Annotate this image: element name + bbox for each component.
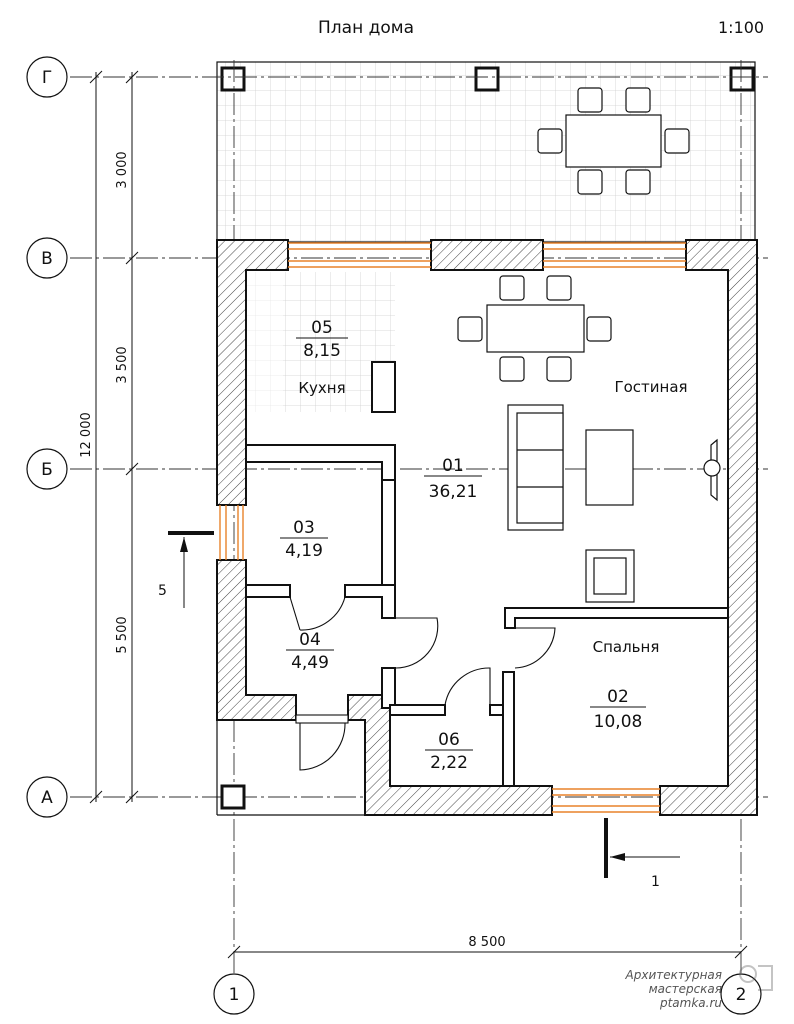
scale-label: 1:100: [718, 18, 764, 37]
terrace: [216, 61, 756, 243]
terrace-dining-set-icon: [537, 87, 690, 195]
room-area: 8,15: [303, 341, 341, 361]
watermark: Архитектурная мастерская ptamka.ru: [625, 965, 773, 1010]
room-04: 04 4,49: [286, 630, 334, 673]
column-icon: [220, 66, 246, 92]
room-area: 4,19: [285, 541, 323, 561]
room-number: 02: [607, 687, 629, 707]
axis-label: Г: [42, 68, 52, 88]
porch: [216, 720, 365, 816]
room-01-living: 01 36,21 Гостиная: [424, 378, 688, 502]
living-room-furniture: [457, 275, 721, 603]
room-number: 01: [442, 456, 464, 476]
room-area: 2,22: [430, 753, 468, 773]
dim-total-width: 8 500: [468, 935, 505, 950]
section-label: 1: [651, 874, 660, 890]
room-area: 4,49: [291, 653, 329, 673]
room-05-kitchen: 05 8,15 Кухня: [296, 318, 348, 397]
dim-segment: 3 500: [115, 346, 130, 383]
dim-segment: 5 500: [115, 616, 130, 653]
tv-icon: [703, 438, 721, 502]
column-icon: [474, 66, 500, 92]
armchair-icon: [585, 549, 635, 603]
room-02-bedroom: 02 10,08 Спальня: [590, 638, 659, 732]
section-mark-5: 5: [158, 531, 214, 608]
dimension-lines: [89, 70, 748, 959]
windows: [219, 242, 686, 813]
room-number: 05: [311, 318, 333, 338]
svg-text:мастерская: мастерская: [649, 982, 722, 996]
doors: [289, 596, 556, 771]
plan-title: План дома: [318, 18, 414, 38]
room-labels: 05 8,15 Кухня 01 36,21 Гостиная 03 4,19 …: [280, 318, 688, 773]
dim-total-height: 12 000: [79, 412, 94, 458]
axis-label: А: [41, 788, 53, 808]
dining-set-icon: [457, 275, 612, 382]
room-area: 10,08: [594, 712, 643, 732]
sofa-icon: [507, 404, 564, 531]
coffee-table-icon: [585, 429, 634, 506]
axis-label: В: [41, 249, 53, 269]
column-icon: [729, 66, 755, 92]
axis-label: Б: [41, 460, 53, 480]
axis-label: 2: [736, 985, 747, 1005]
room-area: 36,21: [429, 482, 478, 502]
room-03: 03 4,19: [280, 518, 328, 561]
axis-markers-vertical: 1 2: [213, 973, 762, 1015]
section-mark-1: 1: [604, 818, 680, 890]
svg-text:Архитектурная: Архитектурная: [625, 968, 722, 982]
svg-text:ptamka.ru: ptamka.ru: [659, 996, 722, 1010]
exterior-walls: [216, 239, 758, 816]
dim-segment: 3 000: [115, 151, 130, 188]
axis-markers-horizontal: Г В Б А: [26, 56, 68, 818]
room-name: Гостиная: [614, 378, 687, 396]
interior-walls: [245, 361, 729, 787]
axis-label: 1: [229, 985, 240, 1005]
room-number: 04: [299, 630, 321, 650]
column-icon: [220, 784, 246, 810]
room-06: 06 2,22: [425, 730, 473, 773]
logo-icon: [739, 965, 773, 991]
room-name: Спальня: [593, 638, 660, 656]
room-name: Кухня: [298, 379, 345, 397]
section-label: 5: [158, 583, 167, 599]
room-number: 06: [438, 730, 460, 750]
room-number: 03: [293, 518, 315, 538]
